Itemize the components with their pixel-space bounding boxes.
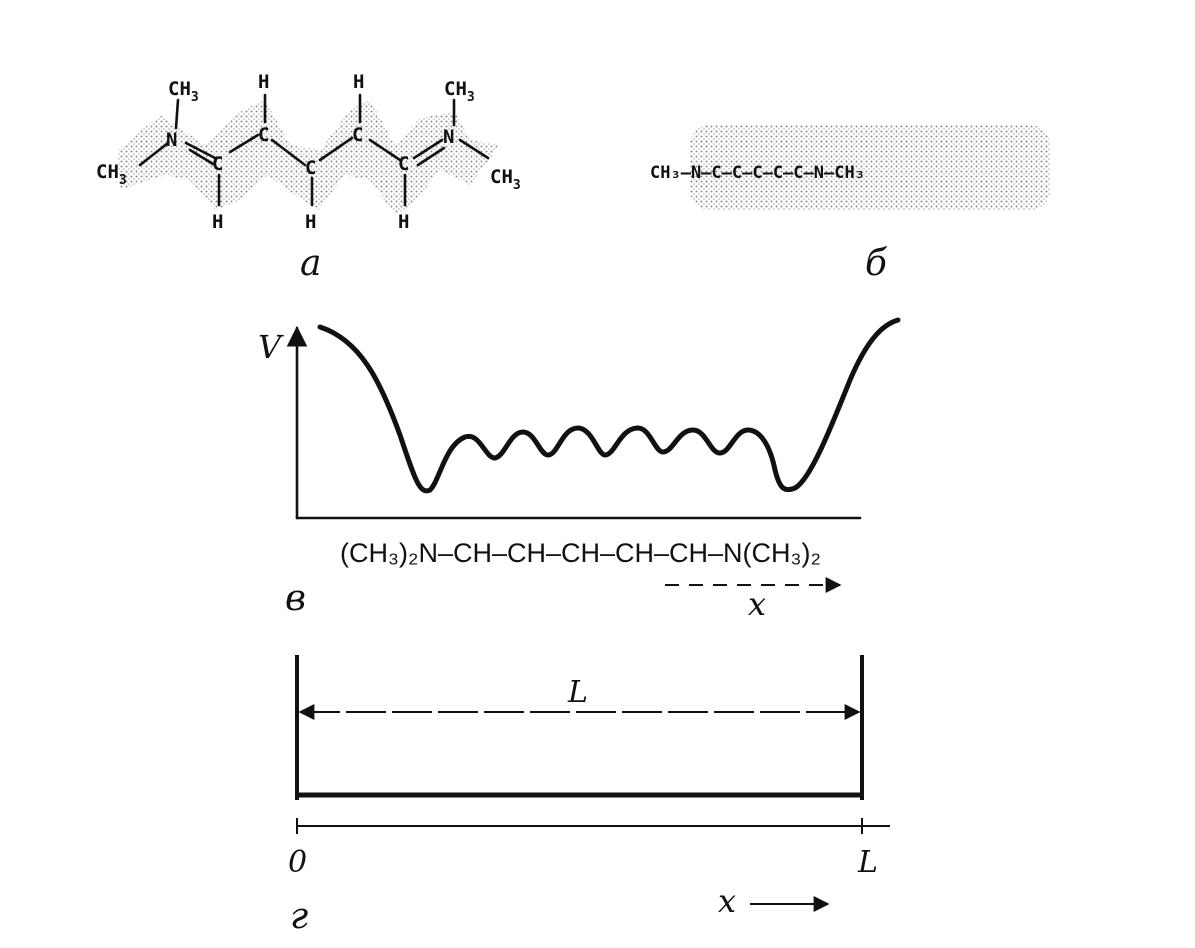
- bond: [228, 133, 260, 154]
- tick-label-start: 0: [288, 845, 307, 880]
- electron-cloud-b: [690, 125, 1050, 210]
- atom-n-right: N: [443, 126, 454, 148]
- panel-a: CH3 CH3 N C C C C C N CH3 CH3 H H H H H …: [96, 71, 521, 284]
- atom-ch3-right: CH3: [490, 166, 521, 193]
- x-axis-label-g: x: [718, 882, 736, 920]
- bond: [188, 148, 215, 166]
- atom-n-left: N: [166, 129, 177, 151]
- linear-chain-formula: CH₃–N–C–C–C–C–C–N–CH₃: [650, 163, 865, 183]
- panel-label-g: г: [290, 896, 308, 937]
- bond: [138, 141, 170, 167]
- atom-c3: C: [305, 157, 316, 179]
- atom-ch3-left: CH3: [96, 161, 127, 188]
- atom-h-bottom-1: H: [212, 211, 223, 233]
- atom-c1: C: [212, 153, 223, 175]
- atom-h-bottom-3: H: [398, 211, 409, 233]
- atom-ch3-top-right: CH3: [444, 78, 475, 105]
- bond: [416, 146, 446, 167]
- panel-label-a: а: [300, 243, 321, 284]
- bond: [174, 98, 180, 130]
- bond: [368, 138, 402, 162]
- atom-ch3-top-left: CH3: [168, 78, 199, 105]
- atom-c4: C: [352, 124, 363, 146]
- length-label: L: [567, 675, 588, 710]
- tick-label-end: L: [857, 845, 878, 880]
- panel-label-v: в: [285, 578, 306, 619]
- bond: [184, 141, 217, 160]
- bond: [412, 138, 444, 160]
- potential-curve: [317, 317, 901, 494]
- x-axis-label-v: x: [748, 585, 766, 623]
- bond: [458, 138, 490, 160]
- panel-label-b: б: [865, 243, 888, 284]
- atom-c5: C: [398, 153, 409, 175]
- panel-b: CH₃–N–C–C–C–C–C–N–CH₃ б: [650, 125, 1050, 284]
- y-axis-label: V: [258, 328, 284, 366]
- atom-h-top-2: H: [353, 71, 364, 93]
- bond: [270, 138, 307, 167]
- atom-h-top-1: H: [258, 71, 269, 93]
- atom-c2: C: [258, 124, 269, 146]
- panel-g: L 0 L x г: [288, 655, 890, 937]
- bond: [318, 136, 354, 162]
- atom-h-bottom-2: H: [305, 211, 316, 233]
- panel-v: V (CH₃)₂N–CH–CH–CH–CH–CH–N(CH₃)₂ x в: [258, 317, 901, 623]
- formula-chain: (CH₃)₂N–CH–CH–CH–CH–CH–N(CH₃)₂: [340, 538, 821, 568]
